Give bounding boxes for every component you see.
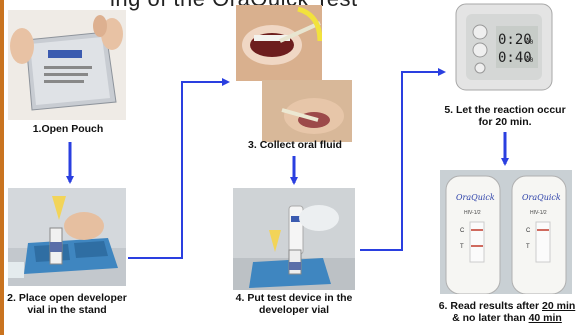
arrow-4-to-5 xyxy=(360,72,444,250)
arrow-2-to-3 xyxy=(128,82,228,258)
